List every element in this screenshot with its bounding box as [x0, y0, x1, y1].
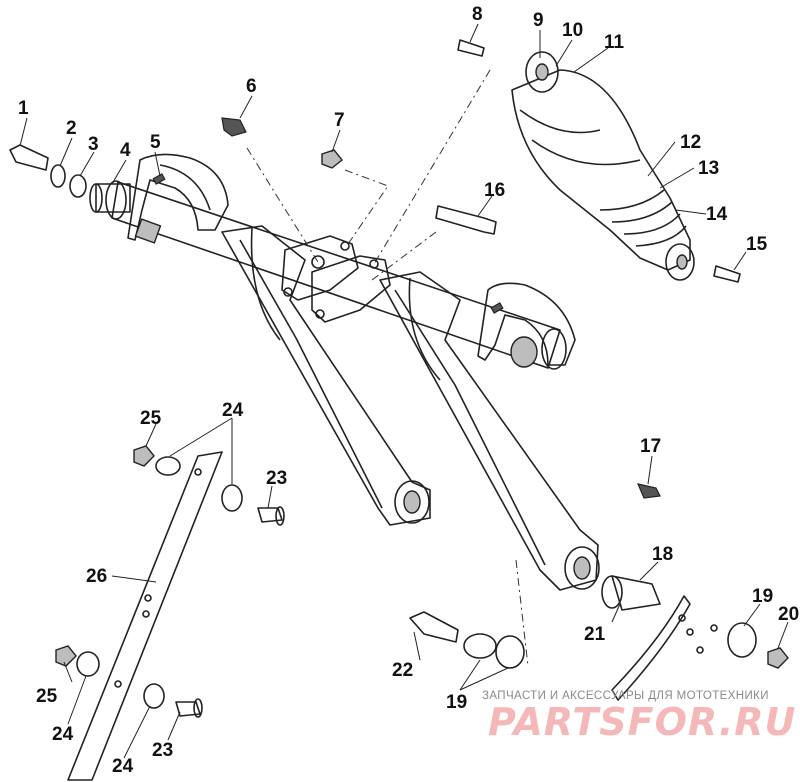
callout-23b: 23 — [152, 740, 173, 761]
watermark-brand: PARTSFOR.RU — [488, 700, 797, 744]
leader-lines — [19, 23, 789, 759]
callout-24a: 24 — [222, 400, 244, 421]
callout-14: 14 — [706, 204, 728, 225]
callout-6: 6 — [246, 76, 257, 97]
shock-absorber — [511, 51, 695, 281]
callout-4: 4 — [120, 140, 131, 161]
callout-8: 8 — [472, 4, 483, 25]
callout-7: 7 — [334, 110, 345, 131]
callout-9: 9 — [533, 10, 544, 31]
callout-19a: 19 — [752, 586, 773, 607]
watermark-caption: ЗАПЧАСТИ И АКСЕССУАРЫ ДЛЯ МОТОТЕХНИКИ — [482, 690, 769, 702]
callout-1: 1 — [18, 98, 29, 119]
callout-15: 15 — [746, 234, 768, 255]
callout-19b: 19 — [446, 692, 467, 713]
callout-25a: 25 — [140, 408, 162, 429]
callout-11: 11 — [604, 32, 625, 53]
callout-20: 20 — [778, 604, 799, 625]
callout-21: 21 — [584, 624, 606, 645]
callout-17: 17 — [640, 436, 661, 457]
callout-24c: 24 — [112, 756, 134, 777]
callout-10: 10 — [562, 20, 583, 41]
torque-arm-assembly — [89, 153, 600, 591]
callout-3: 3 — [88, 134, 99, 155]
callout-16: 16 — [484, 180, 505, 201]
callout-labels: 1 2 3 4 5 6 7 8 9 10 11 12 13 14 15 16 1… — [18, 4, 799, 777]
callout-25b: 25 — [36, 686, 58, 707]
callout-5: 5 — [150, 132, 161, 153]
hardware — [9, 39, 789, 781]
callout-13: 13 — [698, 158, 719, 179]
callout-2: 2 — [66, 118, 77, 139]
callout-18: 18 — [652, 544, 673, 565]
callout-24b: 24 — [52, 724, 74, 745]
callout-26: 26 — [86, 566, 107, 587]
assembly-guide-lines — [246, 69, 529, 667]
callout-22: 22 — [392, 660, 413, 681]
callout-23a: 23 — [266, 468, 287, 489]
callout-12: 12 — [680, 132, 701, 153]
